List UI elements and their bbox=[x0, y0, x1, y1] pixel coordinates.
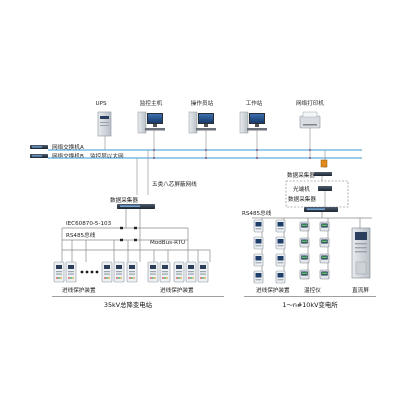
operator-station-label: 操作员站 bbox=[191, 99, 214, 107]
relay-right-label: 进线保护装置 bbox=[256, 286, 290, 294]
relay-left-a-label: 进线保护装置 bbox=[62, 286, 96, 294]
modbus-label: ModBus-RTU bbox=[150, 240, 185, 246]
switch-b-icon bbox=[30, 154, 48, 158]
relay-left-b-label: 进线保护装置 bbox=[160, 286, 194, 294]
dc-panel-icon bbox=[351, 227, 371, 279]
relay-group-left-a bbox=[53, 261, 138, 283]
dc-panel-label: 直流屏 bbox=[352, 286, 369, 294]
left-field-wires bbox=[61, 209, 211, 262]
rs485-right-label: RS485总线 bbox=[242, 209, 272, 217]
iec-label: IEC60870-5-103 bbox=[66, 221, 112, 227]
relay-group-left-b bbox=[147, 261, 209, 283]
left-station-underline bbox=[52, 296, 224, 297]
collector-right-top-label: 数据采集器 bbox=[287, 171, 315, 179]
operator-station-icon bbox=[188, 111, 216, 134]
right-station-caption: 1～n#10kV变电所 bbox=[282, 300, 338, 309]
collector-right-bottom-label: 数据采集器 bbox=[288, 195, 316, 203]
ups-icon bbox=[97, 111, 112, 137]
fiber-label: 光端机 bbox=[293, 185, 310, 193]
collector-left-label: 数据采集器 bbox=[110, 196, 138, 204]
printer-label: 网络打印机 bbox=[296, 99, 324, 107]
ethernet-label: 监控层以太网 bbox=[90, 152, 124, 160]
monitor-host-label: 监控主机 bbox=[140, 99, 163, 107]
rs485-left-label: RS485总线 bbox=[66, 231, 96, 239]
fiber-icon bbox=[318, 186, 332, 191]
collector-left-icon bbox=[117, 204, 155, 209]
temp-controller-label: 温控仪 bbox=[304, 286, 321, 294]
fiber-enclosure bbox=[285, 180, 349, 208]
switch-a-icon bbox=[30, 145, 48, 149]
ups-label: UPS bbox=[95, 101, 106, 107]
collector-right-bottom-icon bbox=[304, 207, 338, 212]
printer-icon bbox=[299, 111, 321, 129]
left-station-caption: 35kV总降变电站 bbox=[104, 300, 153, 309]
monitor-host-icon bbox=[137, 111, 165, 134]
right-trunk-connector bbox=[320, 159, 328, 168]
trunk-wires bbox=[136, 150, 149, 195]
temp-controller-grid bbox=[299, 221, 330, 280]
switch-a-label: 网络交换机A bbox=[52, 143, 84, 151]
workstation-icon bbox=[239, 111, 267, 134]
collector-right-top-icon bbox=[314, 172, 332, 176]
left-bus-ticks bbox=[120, 226, 137, 242]
workstation-label: 工作站 bbox=[246, 99, 263, 107]
right-station-underline bbox=[244, 296, 376, 297]
ellipsis-dots bbox=[80, 270, 99, 274]
relay-grid-right bbox=[253, 219, 286, 284]
switch-b-label: 网络交换机B bbox=[52, 152, 84, 160]
device-drop-wires bbox=[104, 128, 311, 158]
cable-label: 五类八芯屏蔽网线 bbox=[152, 180, 197, 188]
